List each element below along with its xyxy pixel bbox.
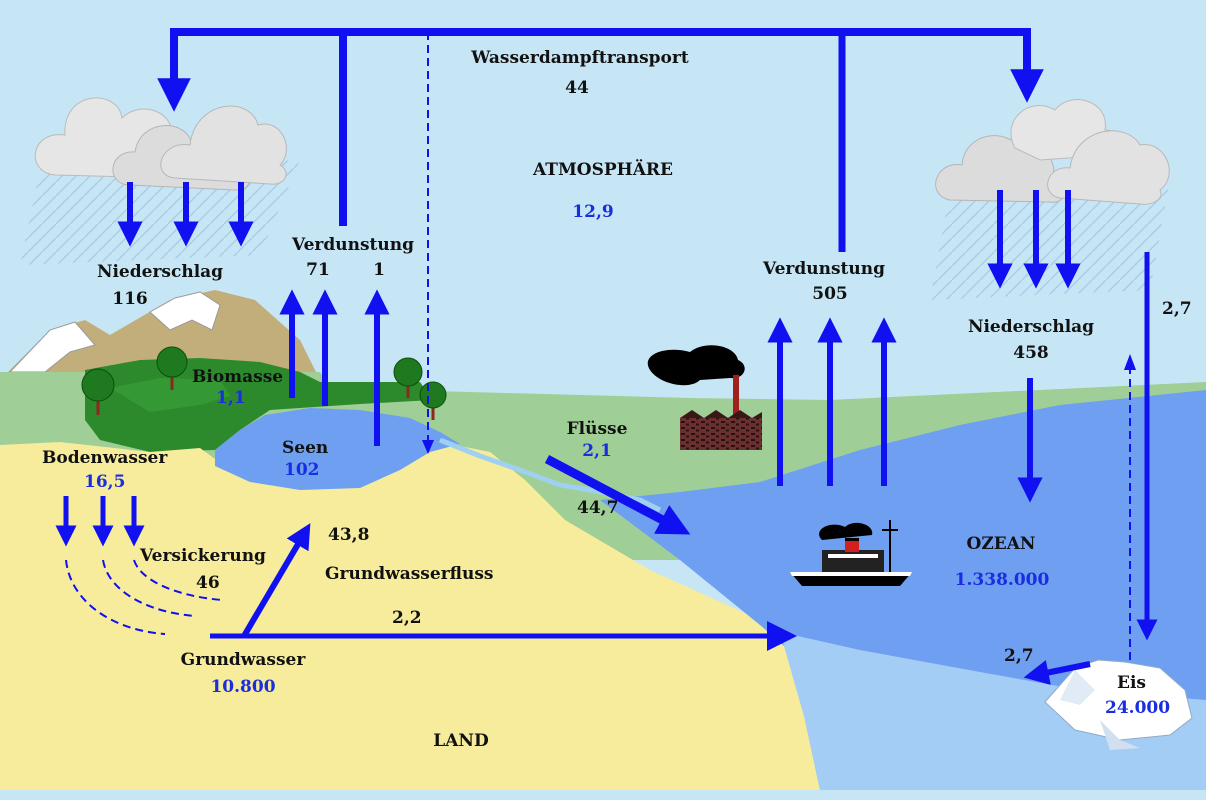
tree-icon (156, 346, 188, 390)
land-label: LAND (433, 731, 489, 751)
lakes-label: Seen (282, 438, 329, 458)
rivers-label: Flüsse (566, 419, 628, 439)
infiltration-dashed-curve (102, 559, 196, 617)
cloud-icon (935, 99, 1170, 205)
river (439, 437, 662, 513)
cloud-icon (34, 97, 287, 191)
infiltration-value: 46 (196, 573, 220, 593)
ice-label: Eis (1117, 673, 1146, 693)
biomass-value: 1,1 (216, 388, 246, 408)
ocean-label: OZEAN (966, 534, 1036, 554)
groundwater-value: 10.800 (210, 677, 276, 697)
factory-icon (647, 345, 762, 450)
river-flow-arrow (544, 455, 691, 535)
evaporation-land-label: Verdunstung (291, 235, 415, 255)
evaporation-ocean-value: 505 (812, 284, 848, 304)
vapor-transport-value: 44 (565, 78, 589, 98)
river-flow-value: 44,7 (577, 498, 619, 518)
shallow-water (780, 632, 1206, 790)
lakes-value: 102 (284, 460, 320, 480)
vapor-transport-label: Wasserdampftransport (471, 48, 689, 68)
groundwater-flow-label: Grundwasserfluss (325, 564, 494, 584)
gw-ocean-value: 2,2 (392, 608, 422, 628)
ice-inflow-value: 2,7 (1162, 299, 1192, 319)
infiltration-label: Versickerung (140, 546, 266, 566)
tree-icon (419, 381, 447, 420)
infiltration-dashed-curve (65, 559, 166, 635)
ship-icon (790, 520, 912, 586)
evaporation-ocean-label: Verdunstung (762, 259, 886, 279)
precip-land-value: 116 (112, 289, 148, 309)
soil-water-label: Bodenwasser (42, 448, 168, 468)
rivers-value: 2,1 (582, 441, 612, 461)
precip-land-label: Niederschlag (96, 262, 224, 282)
vapor-transport-arrow (157, 28, 1044, 252)
ice-outflow-arrow (1023, 660, 1091, 685)
gw-up-value: 43,8 (328, 525, 370, 545)
land-mass (0, 442, 820, 790)
groundwater-lake-arrow (241, 523, 311, 638)
iceberg-icon (1044, 659, 1193, 750)
infiltration-dashed-curve (133, 559, 223, 601)
ice-dashed-arrowhead (1124, 354, 1136, 370)
precip-ocean-label: Niederschlag (967, 317, 1095, 337)
mountain-icon (0, 290, 320, 380)
atmosphere-value: 12,9 (572, 202, 614, 222)
soil-water-value: 16,5 (84, 472, 126, 492)
evaporation-land-value-b: 1 (373, 260, 385, 280)
lake (215, 408, 460, 490)
ocean-value: 1.338.000 (954, 570, 1050, 590)
tree-icon (393, 357, 423, 398)
vapor-dashed-arrowhead (422, 440, 434, 454)
ice-outflow-value: 2,7 (1004, 646, 1034, 666)
precip-ocean-value: 458 (1013, 343, 1049, 363)
tree-icon (81, 368, 115, 415)
biomass-label: Biomasse (192, 367, 284, 387)
ice-value: 24.000 (1105, 698, 1171, 718)
groundwater-label: Grundwasser (180, 650, 306, 670)
atmosphere-label: ATMOSPHÄRE (533, 160, 673, 180)
evaporation-land-value-a: 71 (306, 260, 330, 280)
